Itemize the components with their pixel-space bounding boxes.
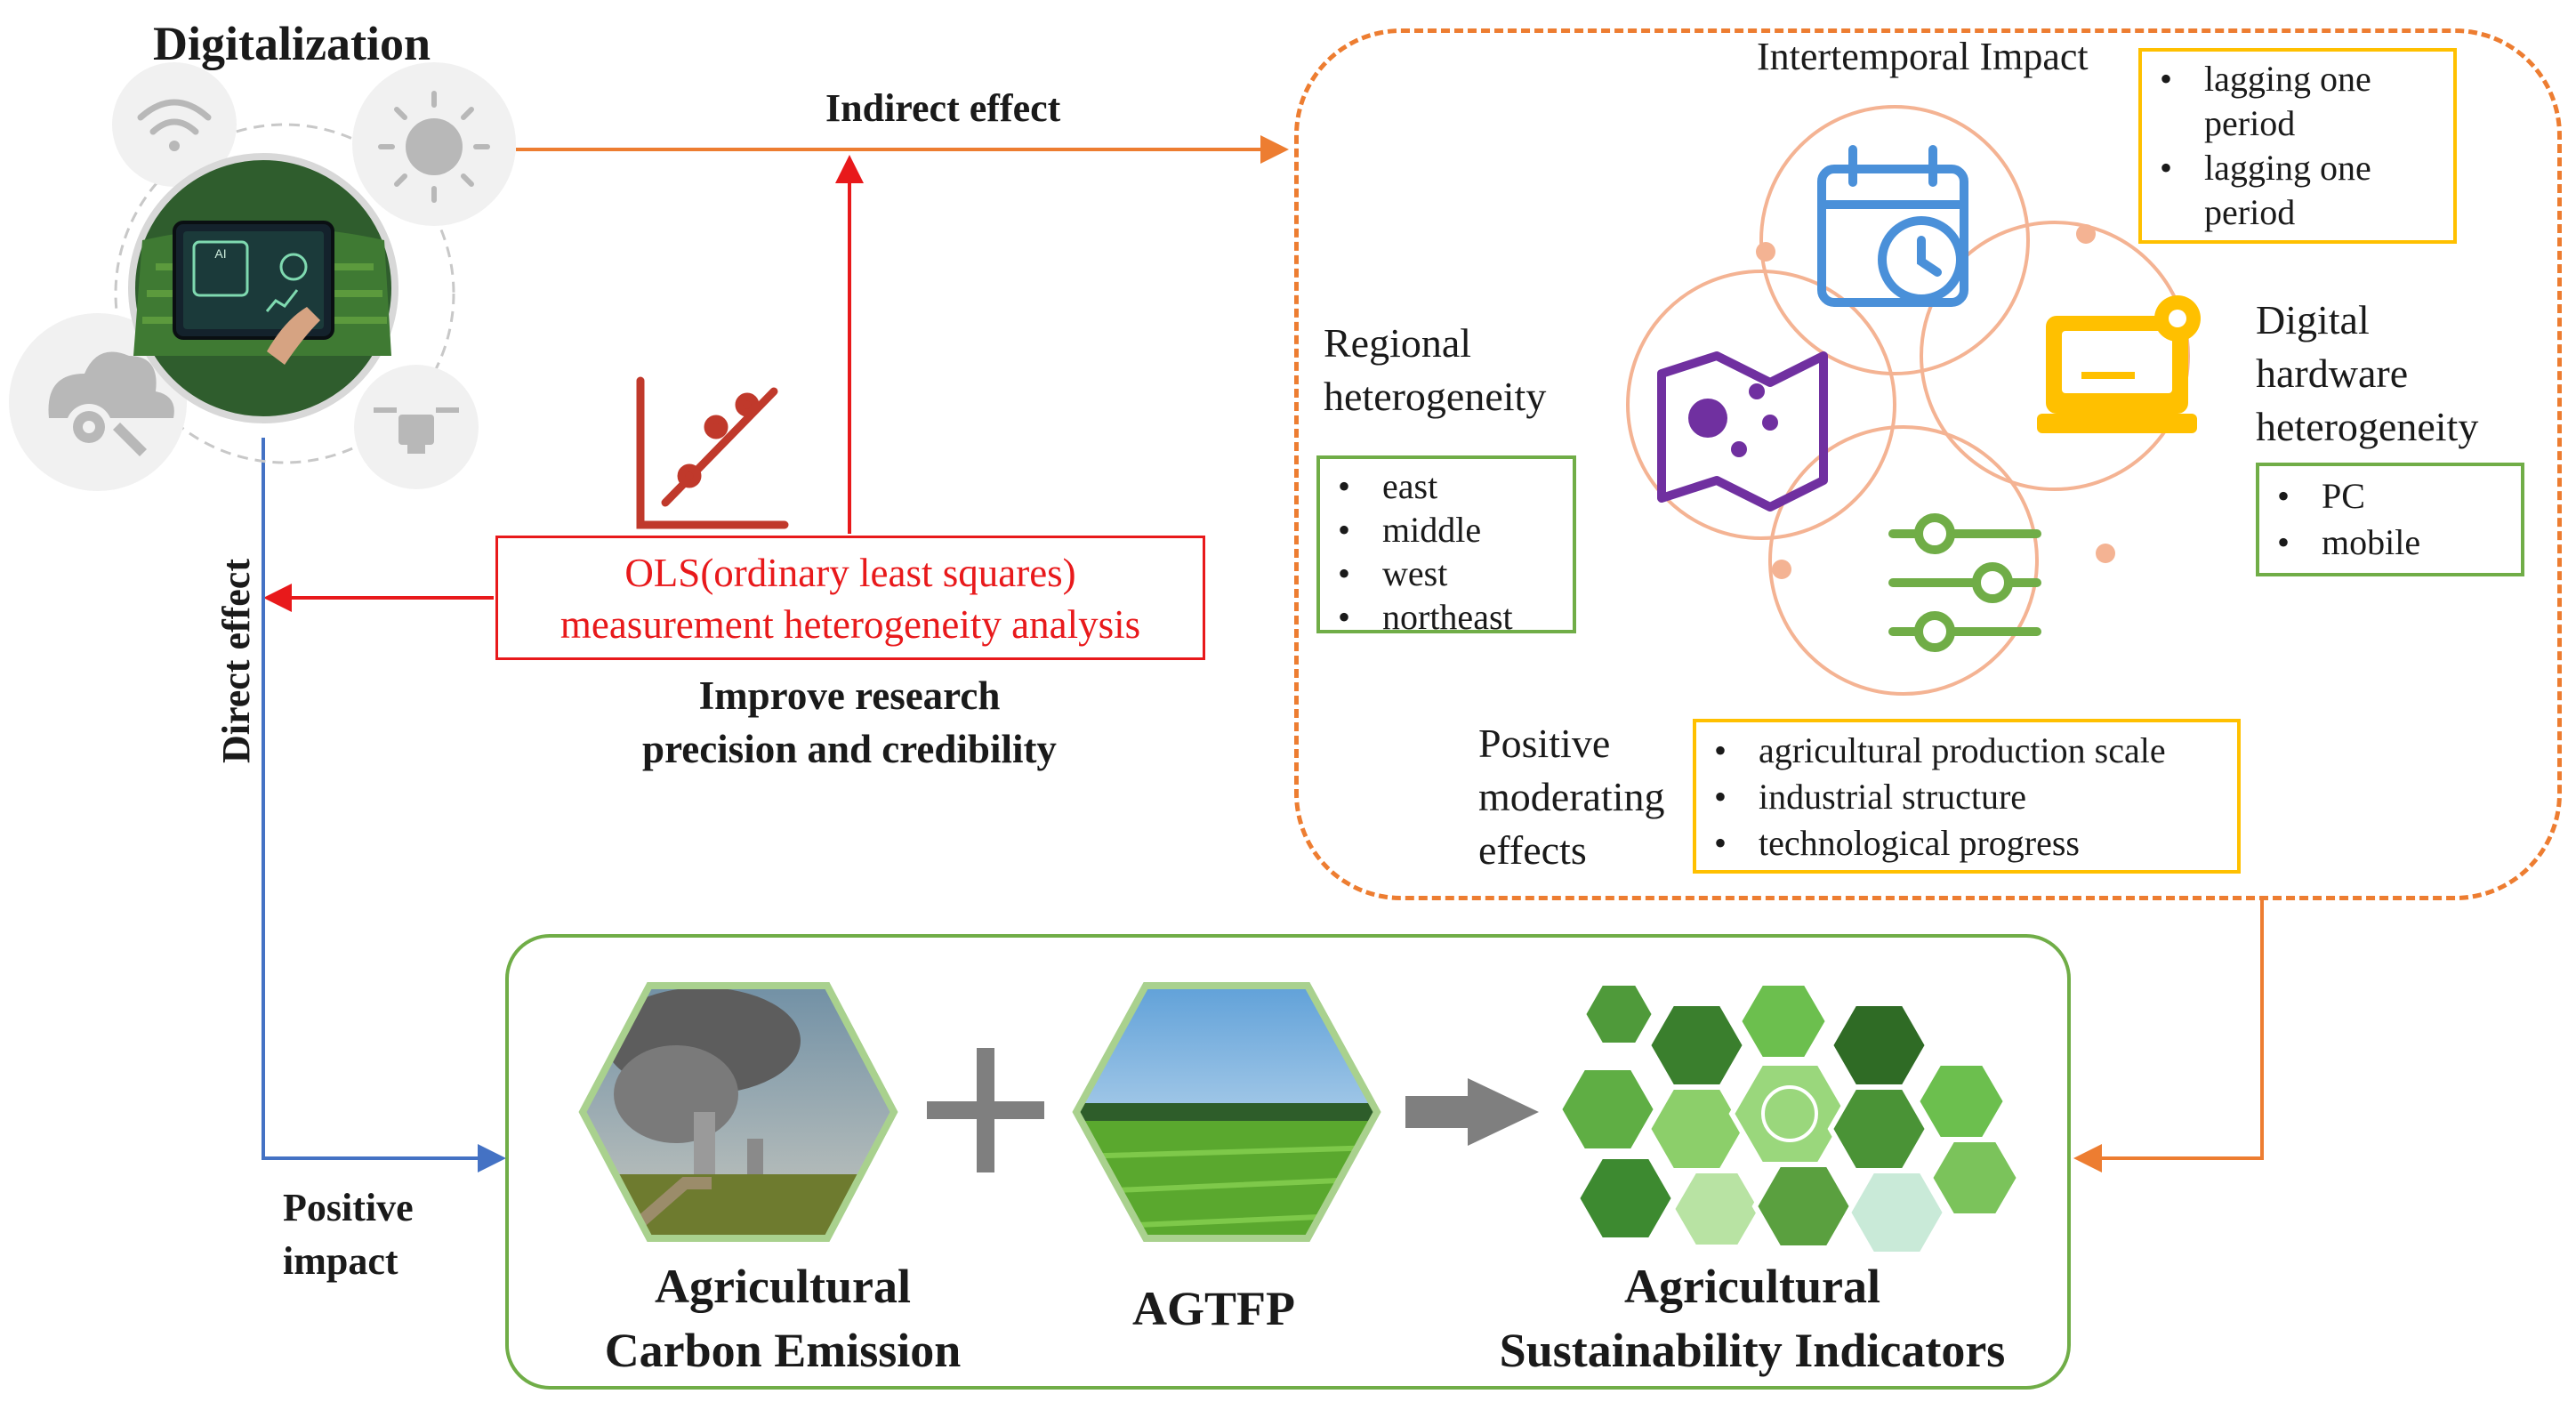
regional-item: northeast [1320,595,1513,639]
regional-item: east [1320,464,1513,508]
sliders-icon [1888,513,2041,652]
svg-text:AI: AI [214,246,226,261]
carbon-line-1: Agricultural [655,1260,911,1313]
moderating-title-line-1: Positive [1478,721,1611,766]
sustainability-line-2: Sustainability Indicators [1499,1324,2006,1377]
digitalization-title: Digitalization [153,17,431,70]
heterogeneity-panel [1294,28,2562,900]
ols-line-2: measurement heterogeneity analysis [559,602,1141,647]
direct-effect-label: Direct effect [214,559,258,763]
regional-box: east middle west northeast [1316,455,1576,639]
intertemporal-box: lagging one period lagging one period [2138,48,2457,244]
regional-title: Regional heterogeneity [1324,317,1546,423]
hardware-box: PC mobile [2256,463,2524,576]
sustainability-line-1: Agricultural [1624,1260,1880,1313]
moderating-title: Positive moderating effects [1478,717,1665,877]
regional-item: west [1320,552,1513,595]
regional-title-line-1: Regional [1324,320,1472,366]
carbon-emission-image [583,986,894,1238]
hardware-title: Digital hardware heterogeneity [2256,294,2478,454]
moderating-item: agricultural production scale [1696,728,2166,774]
agtfp-label: AGTFP [1132,1282,1295,1335]
carbon-emission-label: Agricultural Carbon Emission [534,1254,1032,1382]
plus-sign [927,1048,1044,1172]
cluster-ring [114,123,455,464]
hardware-title-line-2: hardware [2256,350,2409,396]
ols-subtitle: Improve research precision and credibili… [534,669,1165,776]
hardware-item: PC [2259,473,2420,520]
direct-effect-arrow [262,438,506,1172]
calendar-clock-icon [1817,145,1968,307]
drone-icon [374,407,459,454]
hardware-title-line-3: heterogeneity [2256,404,2479,449]
hardware-item: mobile [2259,520,2420,566]
sustainability-image [1556,980,2023,1257]
regional-title-line-2: heterogeneity [1324,374,1547,419]
result-arrow [1405,1078,1539,1146]
intertemporal-item: lagging one period [2142,146,2409,235]
ring-dots [1756,224,2115,579]
moderating-title-line-2: moderating [1478,774,1665,819]
moderating-item: technological progress [1696,820,2166,866]
positive-impact-line-1: Positive [283,1186,414,1229]
ols-line-1: OLS(ordinary least squares) [624,551,1076,595]
intertemporal-list: lagging one period lagging one period [2142,57,2409,235]
ols-box: OLS(ordinary least squares) measurement … [495,536,1205,660]
hardware-title-line-1: Digital [2256,297,2370,342]
ai-tablet-image: AI [133,221,391,365]
moderating-list: agricultural production scale industrial… [1696,728,2166,866]
regional-list: east middle west northeast [1320,464,1513,639]
ols-subtitle-line-2: precision and credibility [642,727,1057,771]
moderating-title-line-3: effects [1478,827,1587,873]
moderating-item: industrial structure [1696,774,2166,820]
positive-impact-label: Positive impact [283,1181,414,1288]
sustainability-label: Agricultural Sustainability Indicators [1459,1254,2046,1382]
moderating-box: agricultural production scale industrial… [1693,719,2241,874]
wifi-icon [137,99,212,151]
cloud-gear-icon [48,351,174,456]
hardware-list: PC mobile [2259,473,2420,566]
ols-subtitle-line-1: Improve research [698,673,1001,718]
carbon-line-2: Carbon Emission [604,1324,962,1377]
map-icon [1657,351,1828,512]
positive-impact-line-2: impact [283,1239,398,1283]
regional-item: middle [1320,508,1513,552]
intertemporal-title: Intertemporal Impact [1757,35,2089,78]
sun-icon [378,91,490,203]
outcome-panel [505,934,2071,1390]
chart-trend-icon [636,376,789,529]
moderating-to-outcome-arrow [2073,900,2264,1172]
computer-gear-icon [2037,295,2201,433]
intertemporal-item: lagging one period [2142,57,2409,146]
indirect-effect-label: Indirect effect [825,86,1061,130]
